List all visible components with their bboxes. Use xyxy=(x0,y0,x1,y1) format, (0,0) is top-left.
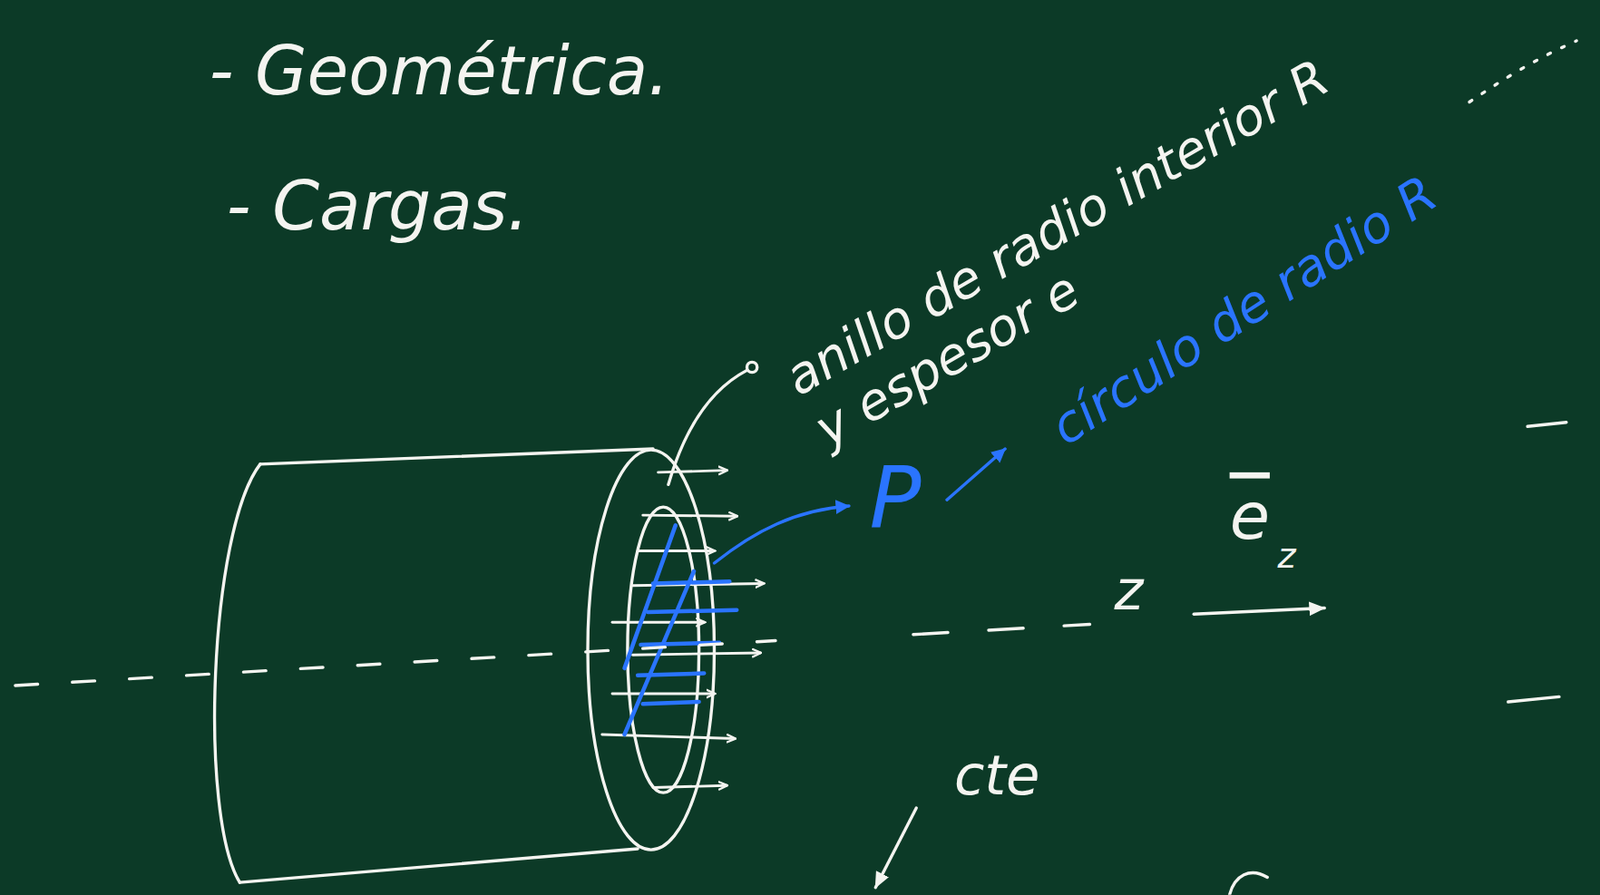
flux-arrow xyxy=(602,734,735,740)
hatch-stroke xyxy=(653,581,730,584)
note: cte xyxy=(954,744,1041,809)
hatch-stroke xyxy=(624,571,695,735)
flux-arrow xyxy=(633,653,761,655)
hatch-stroke xyxy=(647,610,737,613)
flux-arrow xyxy=(612,621,704,625)
unit-vector: e xyxy=(1229,479,1270,556)
dotted-mark xyxy=(1469,40,1577,103)
cte-arrow xyxy=(875,808,917,888)
inner-circle-hatch xyxy=(624,448,1006,735)
leader-dot xyxy=(747,361,758,372)
cylinder xyxy=(214,361,758,883)
flux-arrow xyxy=(637,549,714,553)
axis xyxy=(15,40,1577,895)
flux-arrow xyxy=(643,515,738,517)
flux-arrow xyxy=(612,692,715,696)
heading-item: - Geométrica. xyxy=(209,32,670,110)
flux-arrows xyxy=(602,470,764,789)
subscript: z xyxy=(1278,536,1297,576)
dash-mark xyxy=(1527,422,1567,428)
axis-label: z xyxy=(1114,559,1144,624)
cylinder-back xyxy=(214,464,261,883)
flux-arrow xyxy=(658,470,727,473)
cylinder-bottom xyxy=(239,848,638,883)
pointer-arrow xyxy=(946,448,1005,500)
point-label: P xyxy=(869,448,922,548)
heading-item: - Cargas. xyxy=(226,168,529,246)
leader-line xyxy=(668,370,748,485)
flux-arrow xyxy=(653,785,727,788)
hatch-stroke xyxy=(637,673,704,676)
dash-mark xyxy=(1508,696,1560,703)
unit-vector-arrow xyxy=(1193,608,1325,615)
cylinder-top xyxy=(260,448,654,465)
axis-line xyxy=(15,641,776,687)
partial-stroke xyxy=(1229,873,1269,895)
axis-line xyxy=(913,624,1091,635)
hatch-stroke xyxy=(643,702,700,704)
pointer-arrow xyxy=(714,506,850,564)
